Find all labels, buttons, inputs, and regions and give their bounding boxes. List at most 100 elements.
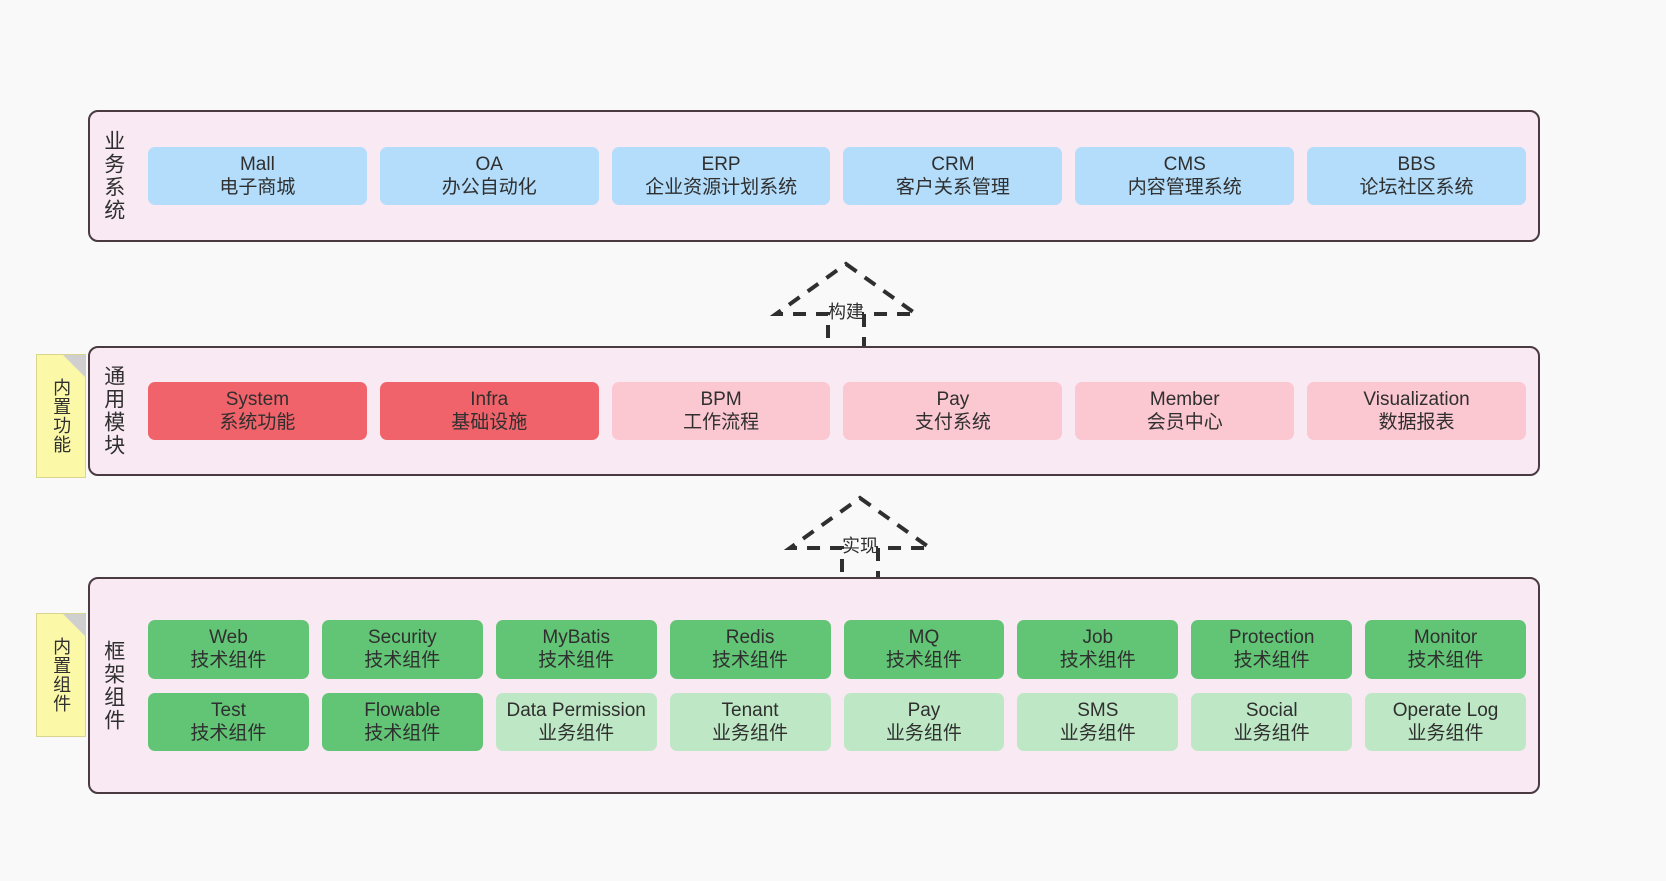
card-subtitle: 工作流程 [683,412,760,433]
card-subtitle: 技术组件 [1059,650,1136,672]
card-title: ERP [701,153,741,175]
sticky-note-built-in-components-label: 内置组件 [51,637,72,713]
card-title: Security [367,627,437,649]
card-subtitle: 内容管理系统 [1127,177,1242,198]
card-title: CRM [931,153,975,175]
sticky-note-built-in-functions: 内置功能 [36,354,86,478]
card-subtitle: 基础设施 [451,412,528,433]
card-title: MQ [908,627,940,649]
card-title: MyBatis [542,627,610,649]
card-subtitle: 技术组件 [1233,650,1310,672]
card-title: Tenant [721,699,779,721]
card-title: System [225,388,290,410]
card-title: SMS [1077,699,1119,721]
card-title: Job [1082,627,1114,649]
card-title: Monitor [1413,627,1478,649]
card-title: Member [1149,388,1220,410]
card-title: Operate Log [1392,699,1499,721]
card-subtitle: 技术组件 [885,650,962,672]
layer-title-framework-components: 框架组件 [101,639,125,732]
card-title: Flowable [364,699,441,721]
card-subtitle: 支付系统 [914,412,991,433]
card-subtitle: 技术组件 [538,650,615,672]
card-title: BPM [700,388,742,410]
card-subtitle: 客户关系管理 [895,177,1010,198]
card-subtitle: 业务组件 [712,722,789,744]
card-title: Web [209,627,248,649]
card-subtitle: 论坛社区系统 [1359,177,1474,198]
card-subtitle: 技术组件 [190,650,267,672]
connector-build-label: 构建 [828,302,864,322]
card-title: Pay [936,388,970,410]
layer-title-business-system: 业务系统 [101,130,125,222]
card-title: Test [211,699,246,721]
sticky-note-built-in-functions-label: 内置功能 [51,378,72,454]
connector-implement-label: 实现 [842,536,878,556]
page-fold-icon [63,614,85,636]
connector-build: 构建 [756,256,936,356]
card-subtitle: 办公自动化 [441,177,537,198]
card-subtitle: 会员中心 [1146,412,1223,433]
card-subtitle: 技术组件 [1407,650,1484,672]
layer-title-common-modules: 通用模块 [101,365,125,457]
card-subtitle: 业务组件 [885,722,962,744]
card-subtitle: 技术组件 [712,650,789,672]
card-title: Social [1245,699,1298,721]
card-subtitle: 业务组件 [1407,722,1484,744]
card-title: Visualization [1363,388,1470,410]
card-title: Redis [725,627,775,649]
card-subtitle: 系统功能 [219,412,296,433]
card-subtitle: 业务组件 [1233,722,1310,744]
card-title: Pay [907,699,941,721]
card-subtitle: 数据报表 [1378,412,1455,433]
card-subtitle: 技术组件 [364,722,441,744]
card-subtitle: 企业资源计划系统 [645,177,798,198]
card-title: CMS [1163,153,1206,175]
card-title: Infra [470,388,509,410]
card-subtitle: 业务组件 [538,722,615,744]
card-title: BBS [1397,153,1436,175]
page-fold-icon [63,355,85,377]
connector-implement: 实现 [770,490,950,590]
card-title: Data Permission [506,699,646,721]
card-subtitle: 技术组件 [190,722,267,744]
